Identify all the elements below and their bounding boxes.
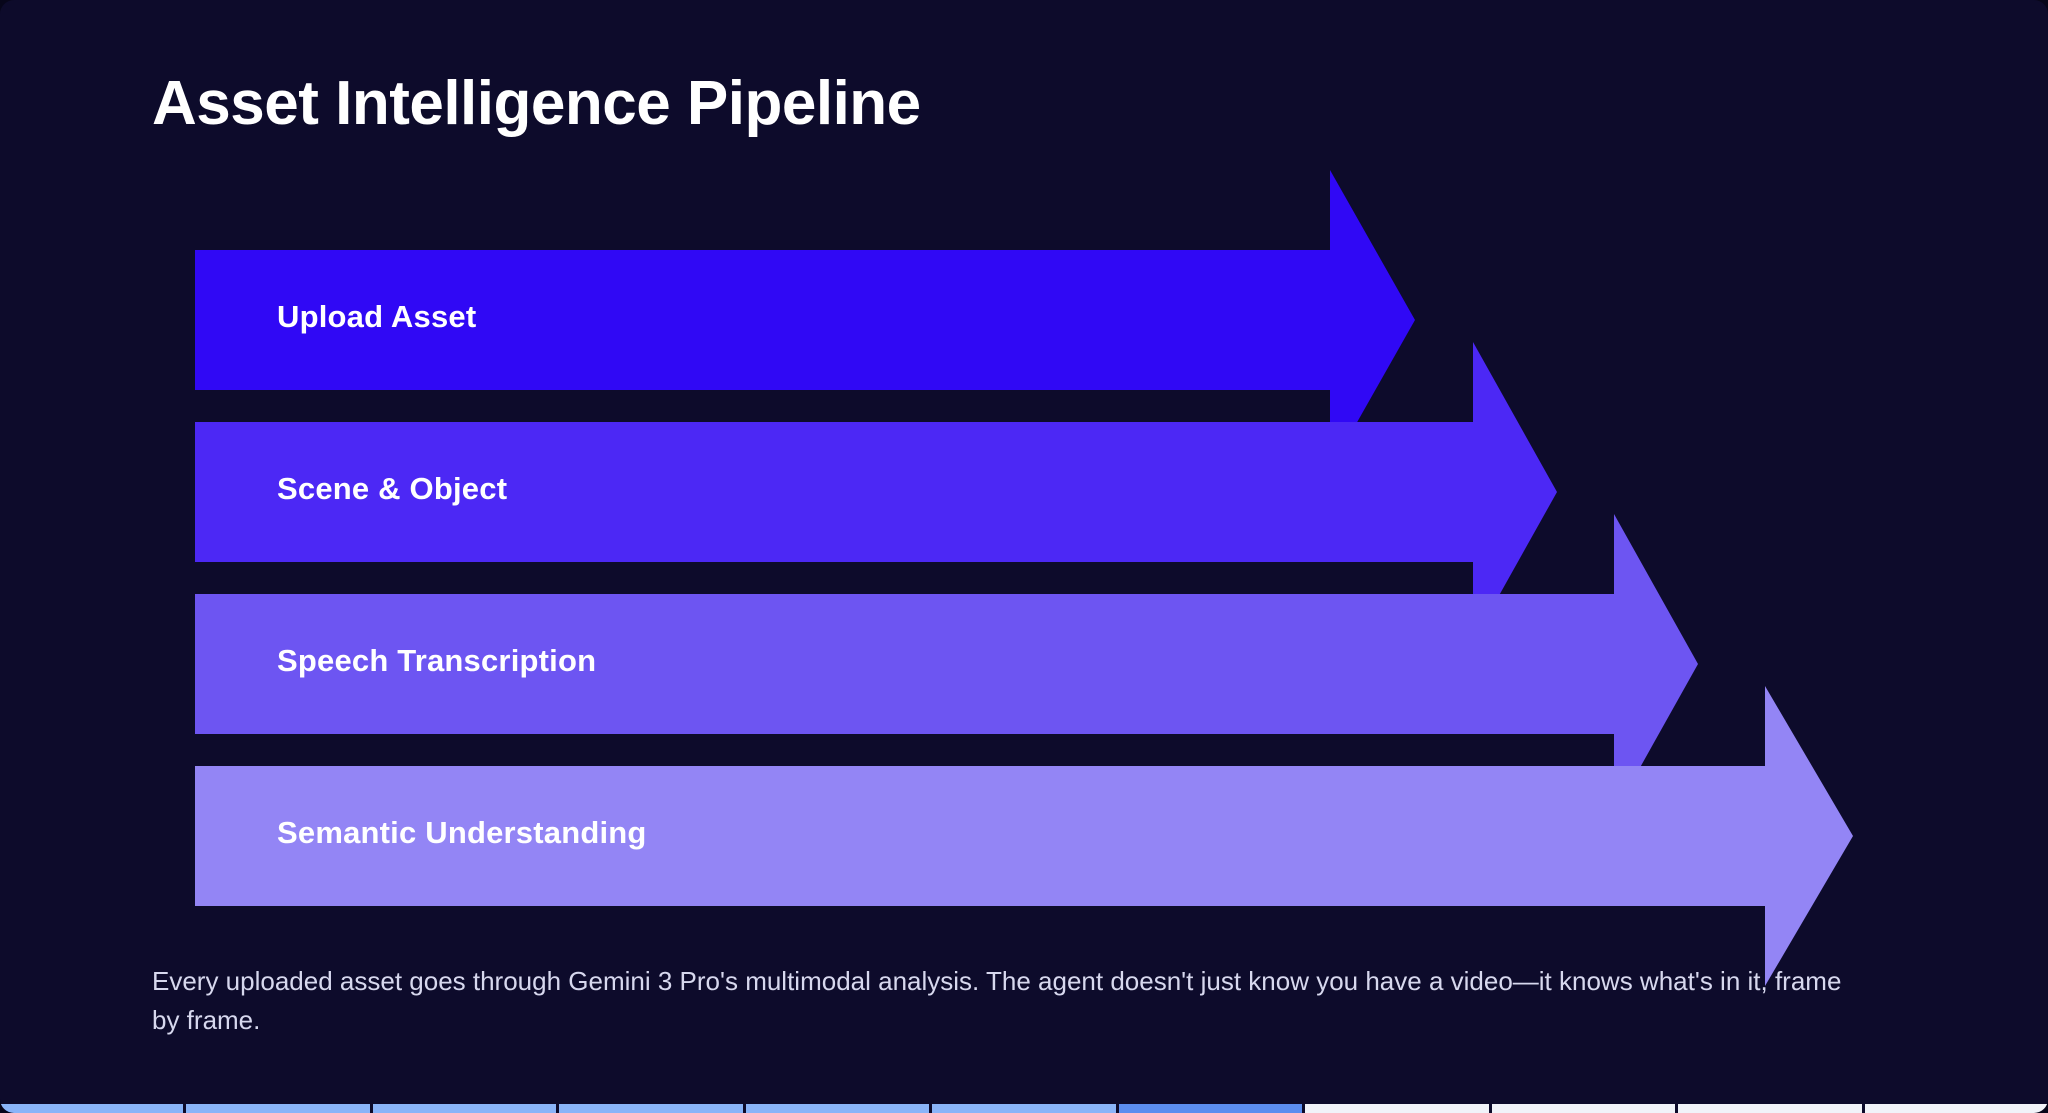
progress-segment[interactable] (1118, 1104, 1303, 1113)
progress-segment[interactable] (372, 1104, 557, 1113)
progress-segment[interactable] (1491, 1104, 1676, 1113)
progress-segment[interactable] (186, 1104, 370, 1113)
progress-segment[interactable] (0, 1104, 184, 1113)
caption-text: Every uploaded asset goes through Gemini… (152, 966, 1842, 1035)
progress-segment[interactable] (932, 1104, 1116, 1113)
progress-segment[interactable] (745, 1104, 930, 1113)
page-title: Asset Intelligence Pipeline (152, 69, 921, 138)
pipeline-stage-label: Speech Transcription (277, 643, 597, 678)
progress-segments[interactable] (0, 1104, 2048, 1113)
progress-segment[interactable] (1678, 1104, 1862, 1113)
progress-segment[interactable] (1864, 1104, 2048, 1113)
pipeline-stage-label: Scene & Object (277, 471, 508, 506)
progress-segment[interactable] (1305, 1104, 1489, 1113)
pipeline-stage-label: Semantic Understanding (277, 815, 647, 850)
pipeline-stage-label: Upload Asset (277, 299, 477, 334)
progress-segment[interactable] (559, 1104, 743, 1113)
